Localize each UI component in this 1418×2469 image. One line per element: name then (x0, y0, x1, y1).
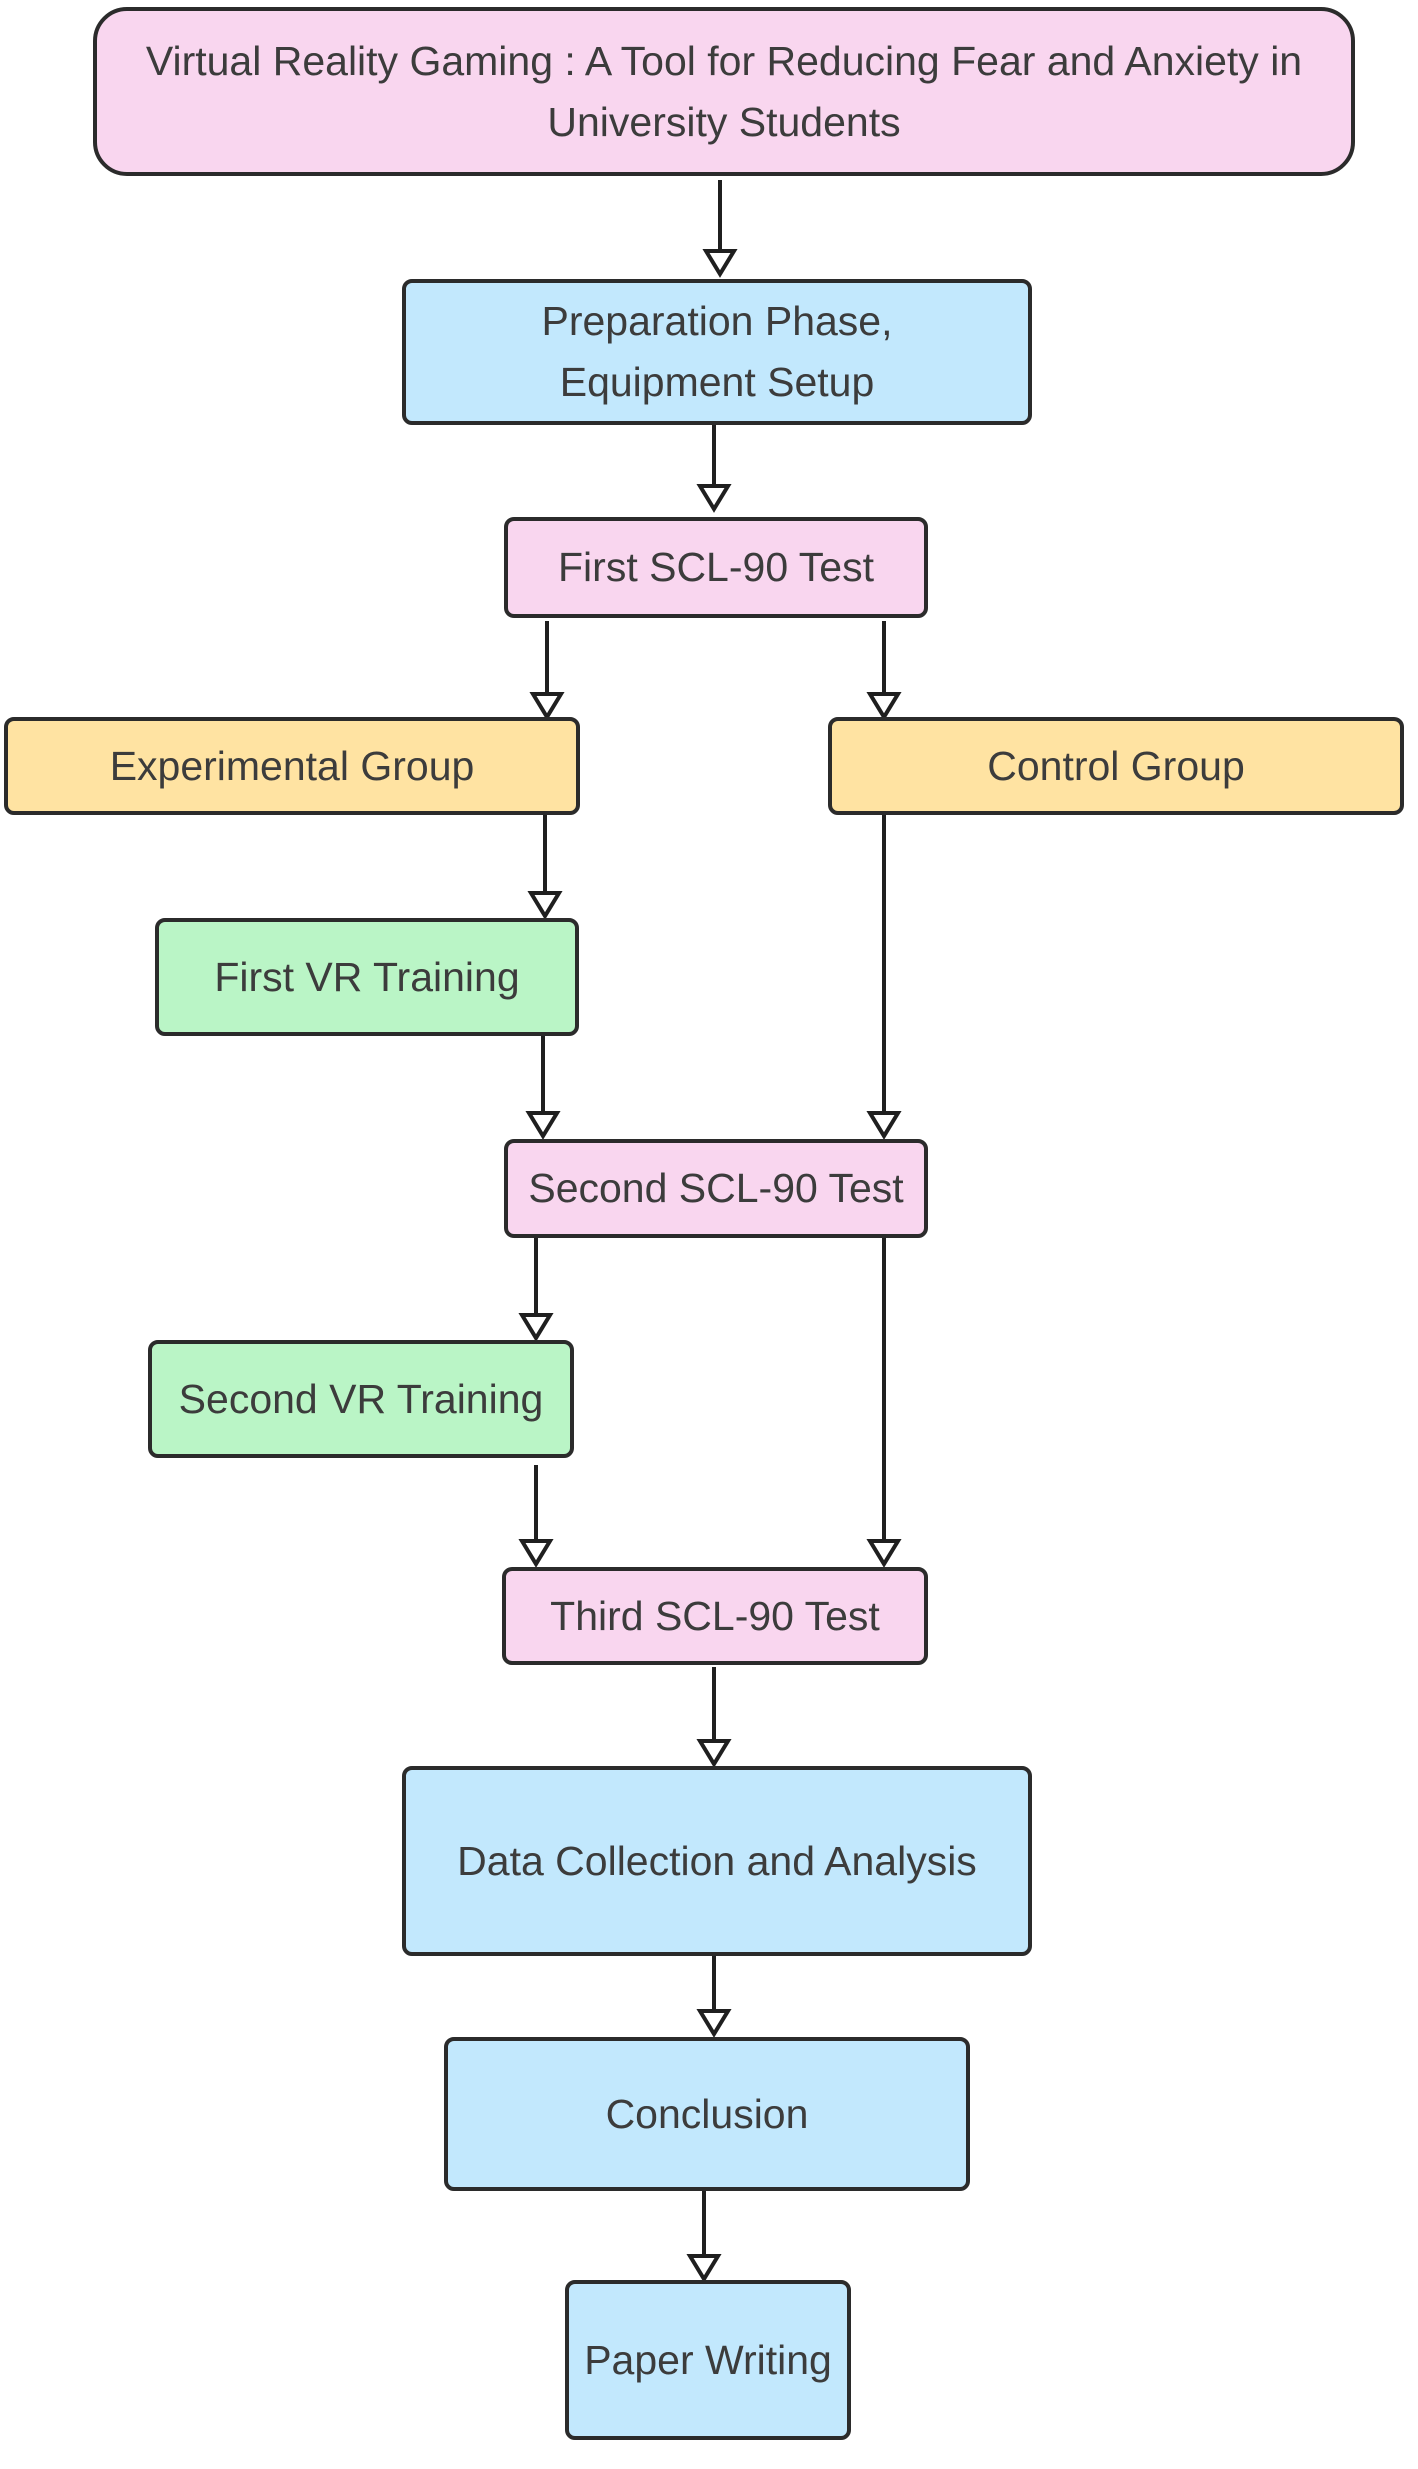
arrow-first-vr-training-to-second-scl90 (525, 1036, 561, 1140)
arrow-third-scl90-to-data-collection (696, 1667, 732, 1768)
arrow-data-collection-to-conclusion (696, 1956, 732, 2038)
paper-writing-node: Paper Writing (565, 2280, 851, 2440)
arrow-conclusion-to-paper-writing (686, 2191, 722, 2283)
arrow-second-scl90-to-third-scl90 (866, 1238, 902, 1568)
arrow-control-group-to-second-scl90 (866, 815, 902, 1140)
data-collection-analysis-node: Data Collection and Analysis (402, 1766, 1032, 1956)
title-node: Virtual Reality Gaming : A Tool for Redu… (93, 7, 1355, 176)
control-group-node: Control Group (828, 717, 1404, 815)
first-scl90-test-node: First SCL-90 Test (504, 517, 928, 618)
arrow-experimental-group-to-first-vr-training (527, 815, 563, 920)
arrow-preparation-to-first-scl90 (696, 425, 732, 513)
arrow-title-to-preparation (702, 180, 738, 278)
second-vr-training-node: Second VR Training (148, 1340, 574, 1458)
third-scl90-test-node: Third SCL-90 Test (502, 1567, 928, 1665)
second-scl90-test-node: Second SCL-90 Test (504, 1139, 928, 1238)
conclusion-node: Conclusion (444, 2037, 970, 2191)
experimental-group-node: Experimental Group (4, 717, 580, 815)
arrow-first-scl90-to-control-group (866, 621, 902, 721)
preparation-phase-node: Preparation Phase, Equipment Setup (402, 279, 1032, 425)
arrow-second-vr-training-to-third-scl90 (518, 1465, 554, 1568)
arrow-second-scl90-to-second-vr-training (518, 1238, 554, 1342)
first-vr-training-node: First VR Training (155, 918, 579, 1036)
arrow-first-scl90-to-experimental-group (529, 621, 565, 721)
